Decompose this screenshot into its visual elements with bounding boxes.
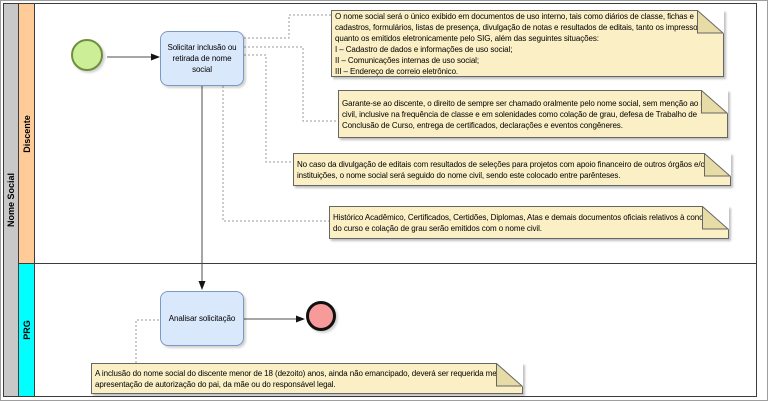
note-menor-de-idade-text: A inclusão do nome social do discente me… <box>95 368 518 389</box>
task-solicitar-inclusao: Solicitar inclusão ou retirada de nome s… <box>160 31 244 86</box>
note-fold-icon <box>496 363 523 387</box>
end-event-circle <box>306 301 336 331</box>
task-analisar-label: Analisar solicitação <box>168 314 236 323</box>
note-fold-icon <box>704 153 731 177</box>
pool-label-strip: Nome Social <box>4 4 19 396</box>
note-documentos-oficiais: Histórico Acadêmico, Certificados, Certi… <box>329 206 729 239</box>
task-analisar-solicitacao: Analisar solicitação <box>160 291 244 346</box>
note-fold-icon <box>697 10 724 34</box>
lane-label-prg: PRG <box>21 319 32 340</box>
note-uso-interno: O nome social será o único exibido em do… <box>331 10 724 77</box>
note-fold-icon <box>701 90 728 114</box>
note-editais-text: No caso da divulgação de editais com res… <box>297 159 710 180</box>
start-event-circle <box>71 39 103 71</box>
pool-label: Nome Social <box>6 172 16 228</box>
lane-label-discente: Discente <box>21 114 32 153</box>
lane-strip-discente: Discente <box>19 4 35 263</box>
note-documentos-oficiais-text: Histórico Acadêmico, Certificados, Certi… <box>333 212 722 233</box>
note-uso-interno-text: O nome social será o único exibido em do… <box>335 11 702 76</box>
note-fold-icon <box>702 206 729 230</box>
note-editais: No caso da divulgação de editais com res… <box>293 153 731 186</box>
note-chamado-oral: Garante-se ao discente, o direito de sem… <box>338 90 728 138</box>
pool-nome-social: Nome Social Discente PRG <box>3 3 757 397</box>
note-chamado-oral-text: Garante-se ao discente, o direito de sem… <box>342 98 720 130</box>
lane-separator-line <box>19 263 756 264</box>
note-menor-de-idade: A inclusão do nome social do discente me… <box>91 363 523 394</box>
task-solicitar-label: Solicitar inclusão ou retirada de nome s… <box>167 43 237 74</box>
lane-strip-prg: PRG <box>19 263 35 396</box>
